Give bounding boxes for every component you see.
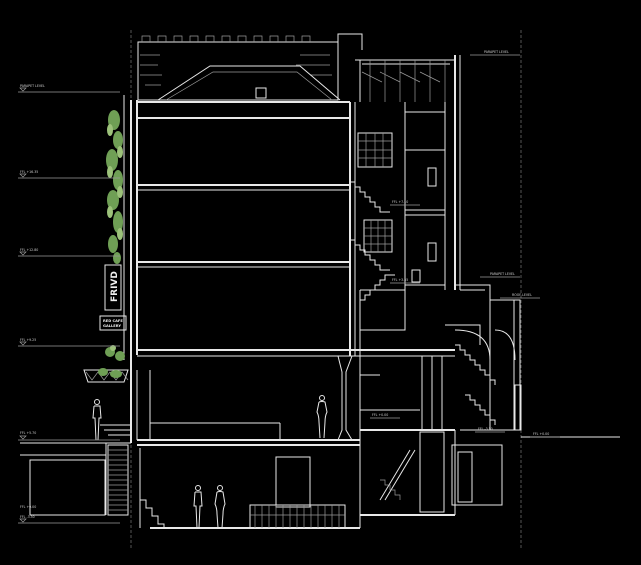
level-roof-label: PARAPET LEVEL [20,84,45,88]
scale-figures [92,395,328,529]
level-rear-roof-label: PARAPET LEVEL [490,272,515,276]
sign-plaque-line2: GALLERY [103,324,121,328]
level-rear-parapet-label: PARAPET LEVEL [484,50,509,54]
main-building [123,33,363,529]
level-basement-label: FFL -3.50 [20,515,35,519]
level-3-label: FFL +12.80 [20,248,38,252]
person-front-step [92,399,102,441]
level-ground-label: FFL +0.00 [20,505,36,509]
sign-plaque-line1: RED CAFE [103,319,123,323]
person-basement-1 [193,485,203,529]
level-rear-ground-label: FFL +0.00 [372,413,388,417]
level-markers: PARAPET LEVEL FFL +16.35 FFL +12.80 FFL … [18,50,560,524]
person-ground-floor [316,395,328,439]
level-rear-top-label: ROOF LEVEL [512,293,532,297]
level-1-label: FFL +5.70 [20,431,36,435]
rear-stair-core [350,55,461,528]
level-rear-basement-label: FFL -3.50 [478,427,493,431]
front-stairs [20,369,130,516]
facade-planting [98,110,125,378]
level-rear-1-label: FFL +7.10 [392,200,408,204]
person-basement-2 [214,485,226,529]
rear-extension [445,284,522,506]
level-2-label: FFL +9.25 [20,338,36,342]
sign-vertical-text: FRIVD [110,271,120,302]
shop-signage: FRIVD RED CAFE GALLERY [99,264,127,331]
parapet-wall [137,41,339,101]
level-rear-external-label: FFL +0.00 [533,432,549,436]
level-4-label: FFL +16.35 [20,170,38,174]
level-rear-2-label: FFL +3.55 [392,278,408,282]
